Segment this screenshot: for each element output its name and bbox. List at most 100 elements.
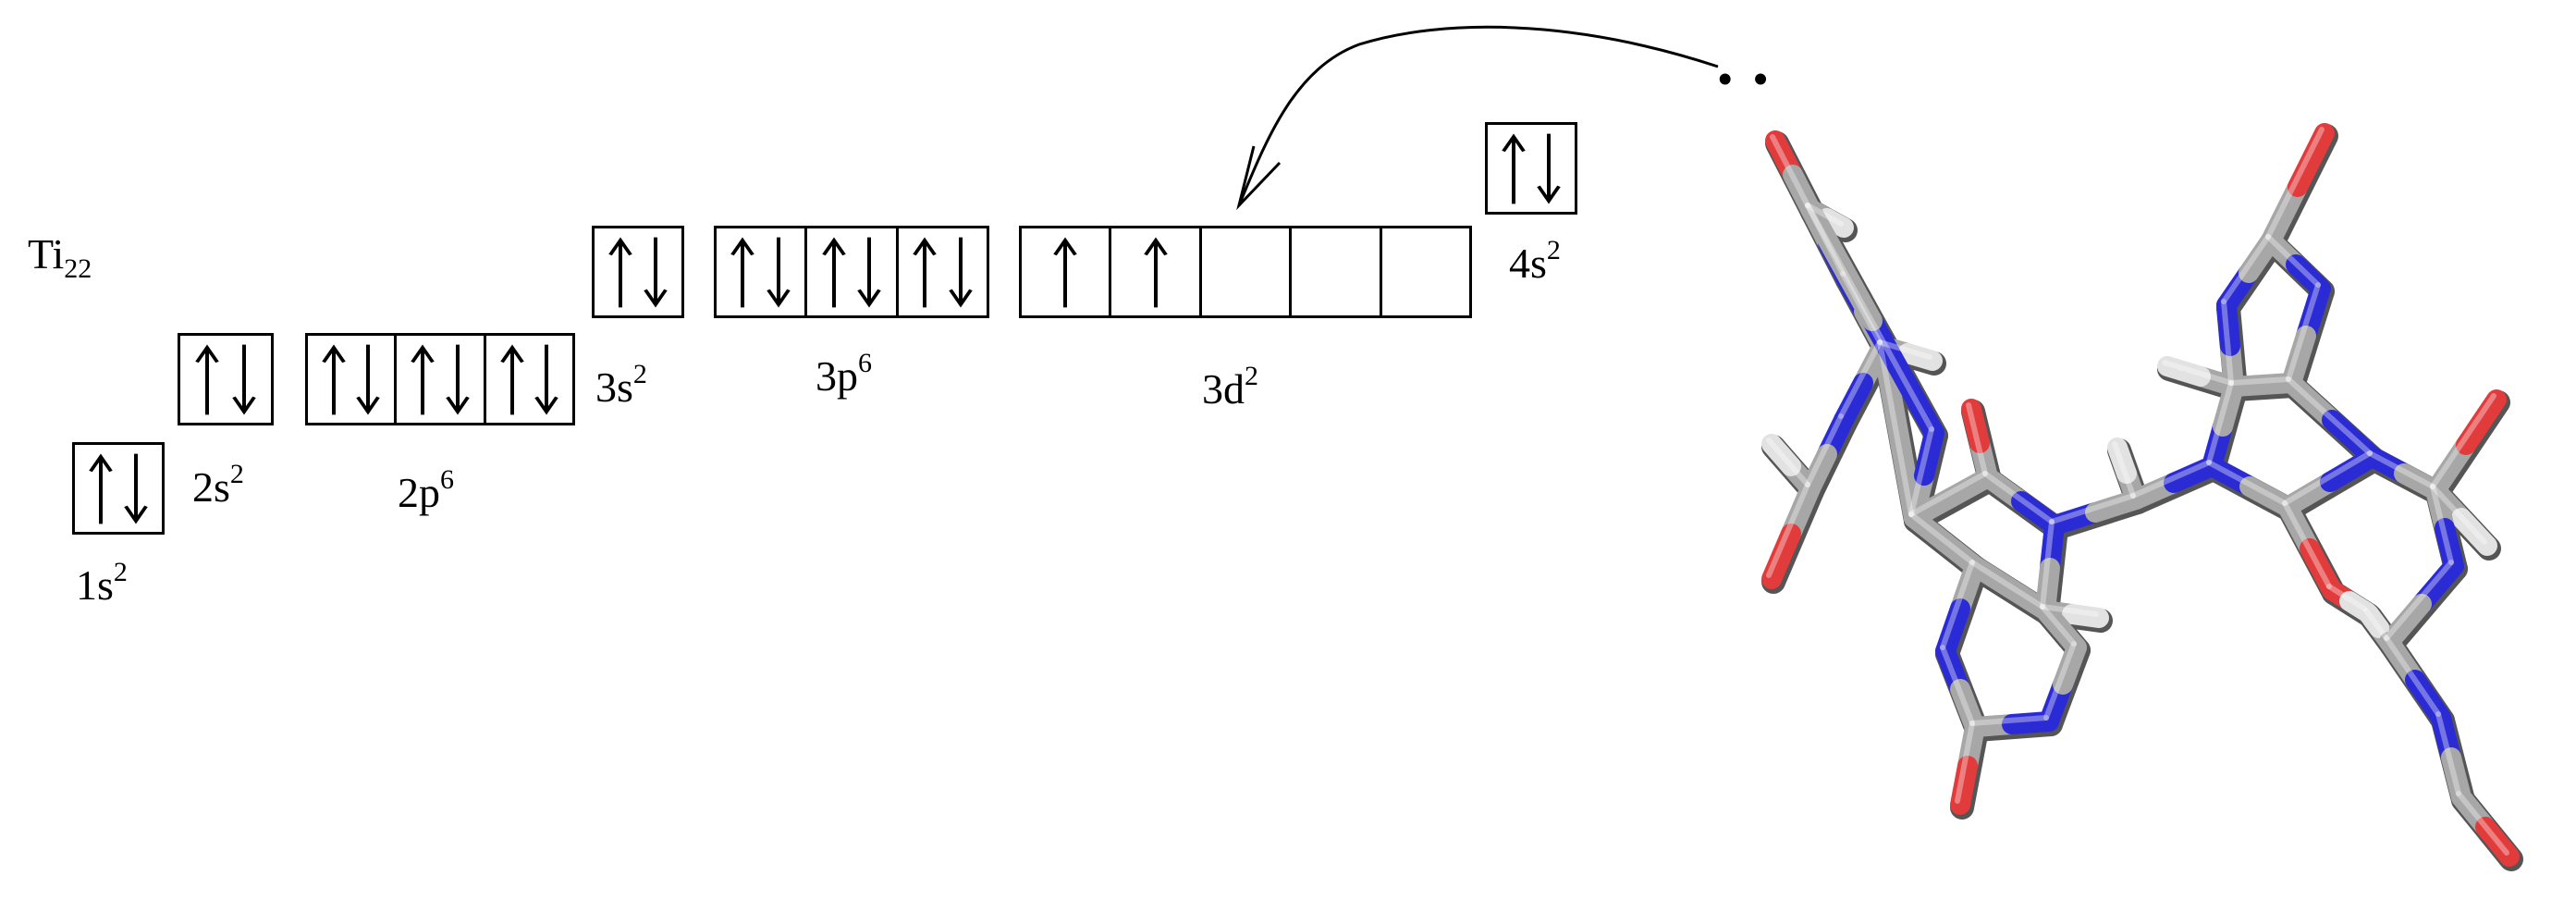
ligand-bond	[2265, 127, 2325, 240]
orbital-cell-3p-1	[717, 228, 808, 315]
ligand-bond	[2049, 493, 2136, 524]
orbital-cell-4s-1	[1488, 125, 1575, 212]
ligand-bond	[2430, 484, 2454, 565]
spin-down-arrow-icon	[533, 343, 560, 416]
ligand-bond	[1805, 203, 1846, 277]
ligand-bond	[1982, 471, 2055, 524]
ligand-bond	[1761, 524, 1801, 589]
ligand-bond	[2430, 484, 2487, 545]
orbital-cell-3p-3	[899, 228, 987, 315]
spin-up-arrow-icon	[820, 236, 848, 309]
spin-up-arrow-icon	[607, 236, 634, 309]
spin-up-arrow-icon	[498, 343, 526, 416]
ligand-bond	[2221, 234, 2271, 304]
ligand-bond	[2456, 389, 2507, 455]
spin-down-arrow-icon	[1535, 132, 1563, 205]
spin-up-arrow-icon	[409, 343, 436, 416]
donation-arrow-curve	[1237, 25, 1719, 206]
ligand-bond	[1961, 399, 1990, 453]
ligand-bond	[2475, 817, 2520, 867]
ligand-bond	[1966, 402, 1988, 476]
spin-up-arrow-icon	[911, 236, 938, 309]
ligand-bond	[2035, 600, 2071, 639]
ligand-bond	[2456, 791, 2509, 856]
ligand-bond	[2206, 380, 2234, 465]
orbital-box-3s	[592, 226, 684, 318]
ligand-bond	[2224, 375, 2273, 397]
orbital-box-4s	[1485, 122, 1577, 215]
lone-pair-dots: • •	[1718, 56, 1773, 102]
ligand-bond	[1969, 560, 2045, 610]
ligand-bond	[2112, 441, 2136, 499]
spin-up-arrow-icon	[87, 452, 115, 525]
orbital-box-3p	[714, 226, 989, 318]
ligand-bond	[2206, 460, 2288, 506]
orbital-cell-3d-2	[1111, 228, 1202, 315]
spin-down-arrow-icon	[642, 236, 669, 309]
ligand-bond	[1770, 134, 1810, 208]
ligand-bond	[2363, 608, 2389, 641]
element-symbol: Ti	[28, 230, 65, 277]
ligand-bond	[1840, 271, 1883, 345]
ligand-bond	[1897, 343, 1943, 371]
orbital-cell-2p-1	[308, 336, 398, 423]
ligand-bond	[2326, 584, 2367, 611]
orbital-cell-1s-1	[75, 445, 162, 532]
ligand-bond	[2286, 376, 2373, 456]
ligand-bond	[2282, 450, 2373, 506]
ligand-bond	[2435, 711, 2461, 796]
ligand-bond	[1940, 645, 1975, 726]
ligand-bond	[2430, 393, 2496, 489]
donation-arrow-head	[1236, 145, 1282, 211]
spin-up-arrow-icon	[1142, 236, 1170, 309]
orbital-cell-3d-4	[1292, 228, 1382, 315]
ligand-bond	[2265, 234, 2321, 288]
ligand-bond	[1908, 511, 1975, 565]
orbital-box-1s	[72, 442, 165, 535]
ligand-bond	[2040, 604, 2099, 617]
ligand-bond	[2040, 604, 2077, 647]
ligand-bond	[2130, 460, 2212, 499]
spin-up-arrow-icon	[1051, 236, 1079, 309]
element-label: Ti22	[28, 230, 92, 283]
ligand-bond	[1877, 339, 1914, 517]
ligand-bond	[1817, 208, 1854, 238]
ligand-bond	[2282, 500, 2332, 589]
orbital-cell-2s-1	[180, 336, 271, 423]
ligand-bond	[1940, 560, 1975, 650]
ligand-bond	[2288, 123, 2335, 197]
ligand-bond	[1761, 434, 1801, 476]
orbital-label-3s: 3s2	[595, 359, 647, 411]
spin-down-arrow-icon	[122, 452, 150, 525]
spin-up-arrow-icon	[320, 343, 348, 416]
ligand-bond	[1908, 471, 1988, 517]
ligand-bond	[1805, 413, 1844, 487]
spin-up-arrow-icon	[729, 236, 756, 309]
orbital-cell-2p-3	[486, 336, 572, 423]
ligand-bond	[1862, 311, 1944, 443]
spin-down-arrow-icon	[947, 236, 975, 309]
ligand-bond	[2040, 519, 2055, 610]
ligand-bond	[2043, 641, 2077, 721]
orbital-label-4s: 4s2	[1509, 235, 1561, 287]
ligand-bond	[1969, 715, 2049, 726]
spin-up-arrow-icon	[1500, 132, 1527, 205]
orbital-box-3d	[1019, 226, 1472, 318]
ligand-bond	[2228, 376, 2291, 386]
orbital-box-2s	[178, 333, 274, 425]
ligand-bond	[2384, 635, 2441, 717]
ligand-bond	[2451, 508, 2497, 556]
orbital-label-3d: 3d2	[1202, 361, 1258, 413]
element-atomic-number: 22	[64, 253, 92, 284]
orbital-cell-3d-1	[1022, 228, 1112, 315]
ligand-bond	[2062, 604, 2109, 628]
ligand-bond	[1805, 203, 1934, 432]
ligand-bond	[1877, 339, 1932, 360]
ligand-bond	[2107, 438, 2137, 484]
ligand-bond	[1766, 482, 1810, 578]
spin-down-arrow-icon	[444, 343, 472, 416]
spin-down-arrow-icon	[230, 343, 258, 416]
